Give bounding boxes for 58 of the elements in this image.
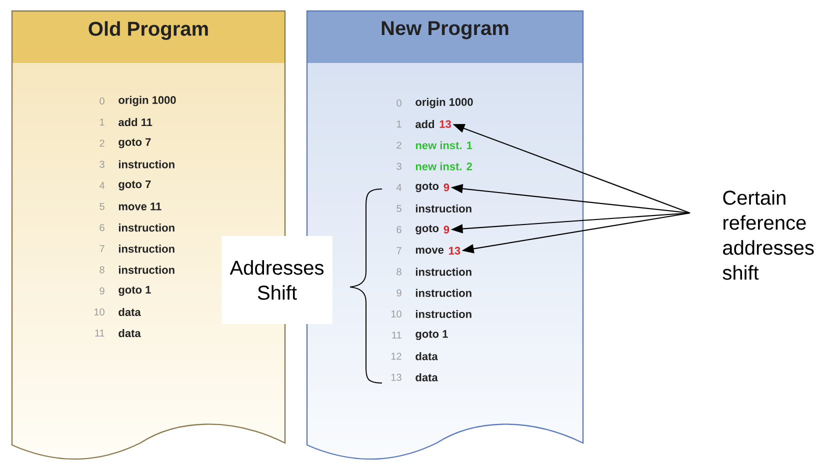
line-number: 2 — [396, 142, 402, 149]
line-number: 0 — [396, 99, 402, 107]
line-number: 3 — [396, 162, 402, 170]
address-number: 9 — [444, 226, 450, 234]
line-number: 7 — [396, 247, 402, 254]
code-line: goto 1 — [118, 286, 151, 296]
code-line: instruction — [416, 288, 472, 297]
line-number: 1 — [397, 120, 402, 128]
address-number: 13 — [449, 246, 460, 255]
line-number: 8 — [396, 268, 402, 276]
line-number: 5 — [396, 205, 402, 212]
line-number: 3 — [100, 160, 104, 168]
code-line: goto — [416, 182, 439, 192]
line-number: 7 — [100, 245, 104, 252]
code-line: origin 1000 — [416, 98, 473, 108]
line-number: 6 — [100, 224, 104, 232]
line-number: 5 — [100, 203, 104, 210]
code-line: data — [416, 352, 438, 360]
code-line: move — [416, 248, 444, 254]
code-line: new inst. 1 — [416, 141, 472, 150]
line-number: 10 — [391, 310, 402, 318]
code-line: instruction — [118, 266, 174, 274]
line-number: 6 — [396, 226, 402, 234]
code-line: instruction — [118, 160, 174, 168]
code-line: instruction — [416, 310, 472, 318]
code-line: add — [416, 120, 434, 128]
code-line: goto 7 — [118, 180, 151, 190]
line-number: 12 — [391, 352, 402, 360]
line-number: 1 — [100, 118, 104, 126]
code-line: data — [118, 329, 141, 338]
line-number: 11 — [392, 332, 402, 339]
code-line: goto — [416, 224, 439, 234]
address-number: 13 — [440, 120, 451, 128]
line-number: 0 — [100, 97, 104, 105]
code-line: goto 7 — [118, 138, 151, 148]
code-line: instruction — [416, 204, 472, 213]
line-number: 9 — [100, 287, 104, 294]
code-line: goto 1 — [416, 330, 448, 340]
code-line: data — [118, 308, 141, 316]
line-number: 11 — [95, 330, 104, 337]
line-number: 10 — [94, 308, 104, 316]
line-number: 2 — [100, 140, 104, 147]
line-number: 8 — [100, 266, 104, 274]
code-line: new inst. 2 — [416, 162, 472, 170]
line-number: 9 — [396, 289, 402, 296]
code-line: move 11 — [118, 202, 162, 210]
code-line: origin 1000 — [118, 96, 176, 106]
address-number: 9 — [444, 184, 450, 192]
code-line: instruction — [118, 244, 174, 253]
code-line: data — [416, 373, 438, 382]
code-line: add 11 — [118, 118, 152, 126]
note-text: Certain reference addresses shift — [722, 190, 814, 280]
callout-box: Addresses Shift — [222, 236, 332, 324]
line-number: 4 — [396, 184, 402, 191]
code-line: instruction — [416, 268, 472, 276]
line-number: 13 — [391, 374, 402, 381]
line-number: 4 — [99, 182, 105, 189]
code-line: instruction — [118, 224, 174, 232]
